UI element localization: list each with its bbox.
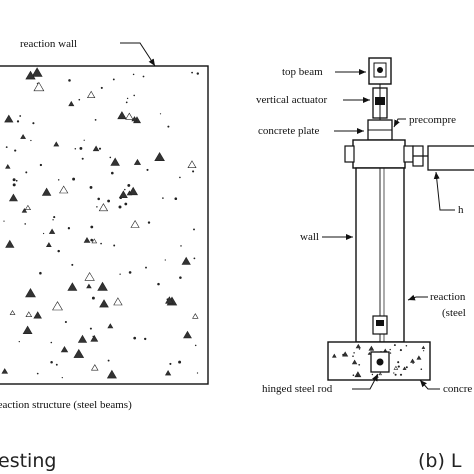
horizontal-actuator-leader xyxy=(433,171,455,211)
reaction-wall-block xyxy=(0,65,209,385)
reaction-wall-leader xyxy=(120,42,156,67)
right-panel: top beam vertical actuator precompre con… xyxy=(256,57,474,472)
top-beam-label: top beam xyxy=(282,66,323,78)
top-beam-pin xyxy=(377,67,383,73)
concrete-speckle-texture xyxy=(1,67,199,379)
bottom-hinge-upper-core xyxy=(376,320,384,326)
concrete-plate xyxy=(352,139,406,169)
concrete-plate-label: concrete plate xyxy=(258,125,319,137)
horizontal-actuator-label: h xyxy=(458,204,464,216)
wall-label: wall xyxy=(300,231,319,243)
left-caption: esting xyxy=(0,450,56,472)
reaction-label: reaction xyxy=(430,291,466,303)
horizontal-actuator-cylinder xyxy=(427,145,474,171)
top-beam-inner xyxy=(373,62,387,78)
vertical-actuator-head xyxy=(375,97,385,105)
precompression-label: precompre xyxy=(409,114,456,126)
concrete-label: concre xyxy=(443,383,472,395)
plate-clamp-left xyxy=(344,145,355,163)
hinged-steel-rod-leader xyxy=(352,373,379,390)
vertical-actuator-label: vertical actuator xyxy=(256,94,327,106)
plate-clamp-right xyxy=(403,145,414,163)
precompression-leader xyxy=(393,118,406,128)
right-caption: (b) L xyxy=(418,450,462,472)
concrete-leader xyxy=(419,379,440,390)
hinged-steel-rod-label: hinged steel rod xyxy=(262,383,333,395)
hinged-steel-rod-pin xyxy=(376,358,384,366)
reaction-leader xyxy=(407,294,428,301)
steel-label: (steel xyxy=(442,307,466,319)
reaction-structure-label: reaction structure (steel beams) xyxy=(0,399,132,411)
left-panel: reaction wall reaction structure (steel … xyxy=(0,38,209,472)
reaction-wall-label: reaction wall xyxy=(20,38,77,50)
